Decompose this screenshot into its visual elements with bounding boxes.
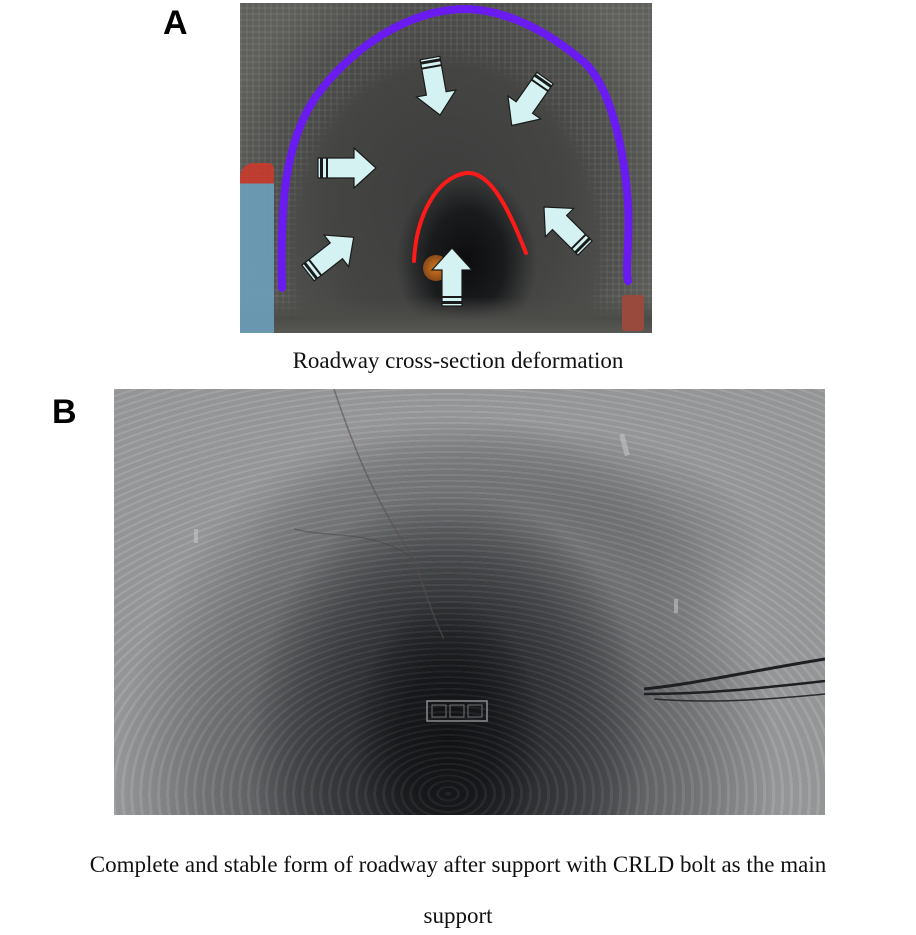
panel-b-caption-line1: Complete and stable form of roadway afte… — [89, 852, 827, 877]
arrow-icon — [317, 147, 377, 189]
annotation-overlay — [277, 4, 633, 307]
photo-roadway-supported — [114, 389, 825, 815]
sign-plate — [426, 700, 488, 722]
worker-figure — [240, 163, 274, 333]
panel-label-a: A — [163, 4, 188, 42]
photo-roadway-deformation — [240, 3, 652, 333]
cable — [643, 657, 825, 691]
equipment — [622, 295, 644, 331]
panel-a-caption: Roadway cross-section deformation — [292, 348, 624, 373]
original-section-outline — [277, 4, 633, 292]
photo-b-details — [194, 389, 825, 722]
cable — [643, 679, 825, 696]
support-arch-texture — [114, 389, 825, 815]
arrow-icon — [431, 247, 473, 307]
arrow-icon — [295, 220, 367, 290]
panel-label-b: B — [52, 393, 77, 431]
panel-b-caption-line2: support — [423, 903, 493, 928]
deformed-section-outline — [412, 170, 528, 263]
arrow-icon — [494, 65, 562, 138]
arrow-icon — [529, 192, 600, 263]
arrow-icon — [409, 53, 461, 120]
